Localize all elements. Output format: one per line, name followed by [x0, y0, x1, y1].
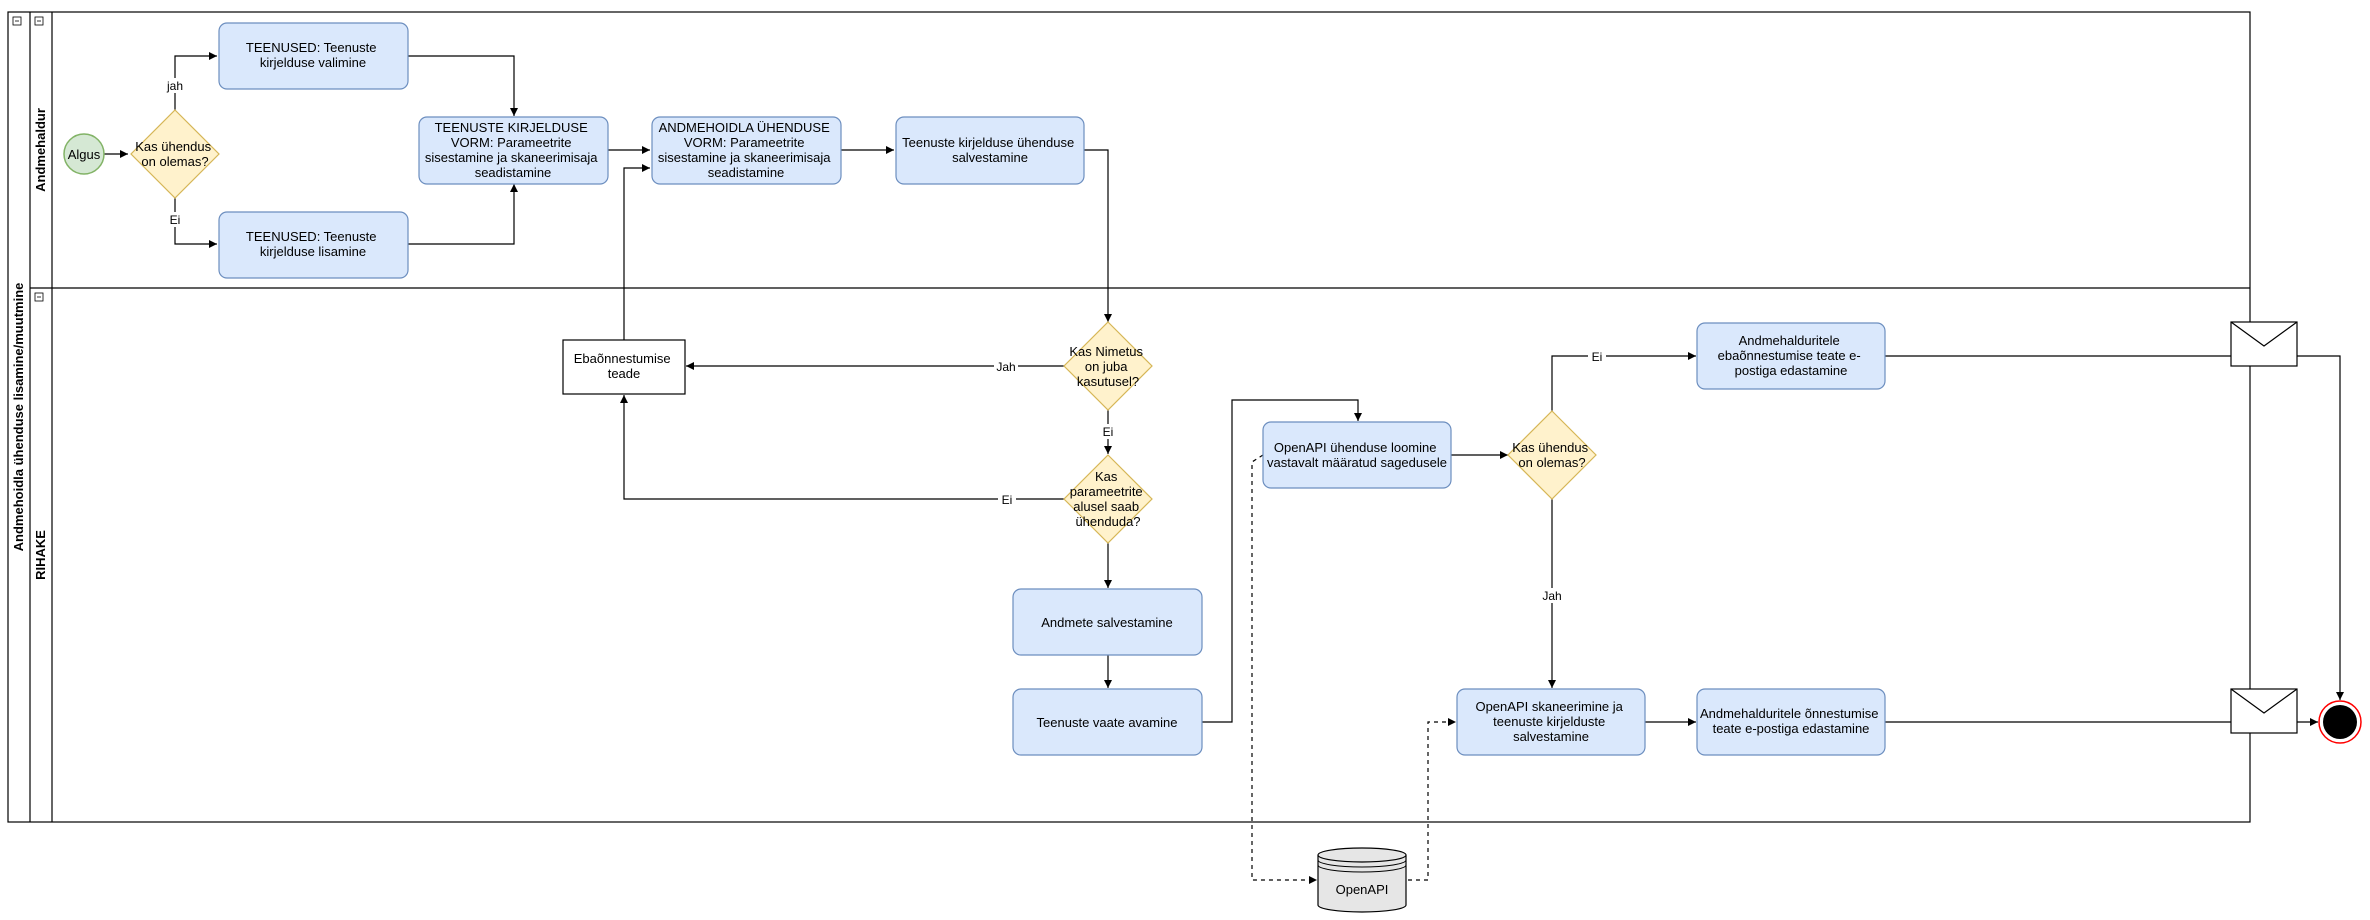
label-ei-name: Ei	[1103, 425, 1114, 439]
envelope-icon	[2230, 321, 2298, 367]
label-ei-params: Ei	[1002, 493, 1013, 507]
task-service-form[interactable]: TEENUSTE KIRJELDUSE VORM: Parameetrite s…	[418, 116, 609, 185]
gateway-connection-exists-2[interactable]: Kas ühendus on olemas?	[1507, 410, 1597, 500]
edge-gwparams-fail	[620, 395, 1064, 500]
task-failure-message[interactable]: Ebaõnnestumise teade	[562, 339, 686, 395]
edge-gwconn2-notifyfail	[1551, 352, 1696, 411]
gateway-connection-exists[interactable]: Kas ühendus on olemas?	[130, 109, 220, 199]
label-jah-conn2: Jah	[1542, 589, 1561, 603]
task-save-connection[interactable]: Teenuste kirjelduse ühenduse salvestamin…	[895, 116, 1085, 185]
task-open-services-view[interactable]: Teenuste vaate avamine	[1012, 688, 1203, 756]
task-openapi-scan[interactable]: OpenAPI skaneerimine ja teenuste kirjeld…	[1456, 688, 1646, 756]
svg-text:Andmehalduritele õnnestumise: Andmehalduritele õnnestumise teate e-pos…	[1700, 706, 1882, 736]
svg-text:Teenuste vaate avamine: Teenuste vaate avamine	[1037, 715, 1178, 730]
svg-text:Teenuste kirjelduse ühenduse: Teenuste kirjelduse ühenduse salvestamin…	[902, 135, 1078, 165]
start-event[interactable]: Algus	[63, 133, 105, 175]
collapse-lane-top-icon[interactable]	[34, 16, 44, 26]
openapi-datastore[interactable]: OpenAPI	[1317, 847, 1407, 913]
lane-title-andmehaldur: Andmehaldur	[33, 108, 48, 192]
task-repo-form[interactable]: ANDMEHOIDLA ÜHENDUSE VORM: Parameetrite …	[651, 116, 842, 185]
edge-select-form	[408, 55, 518, 116]
svg-text:Kas Nimetus on juba: Kas Nimetus on juba kasutusel?	[1069, 344, 1146, 389]
task-notify-success[interactable]: Andmehalduritele õnnestumise teate e-pos…	[1696, 688, 1886, 756]
svg-text:OpenAPI skaneerimine ja: OpenAPI skaneerimine ja teenuste kirjeld…	[1475, 699, 1626, 744]
svg-text:Ebaõnnestumise teade: Ebaõnnestumise teade	[574, 351, 674, 381]
collapse-pool-icon[interactable]	[12, 16, 22, 26]
pool: Andmehoidla ühenduse lisamine/muutmine A…	[7, 11, 2251, 823]
svg-text:OpenAPI: OpenAPI	[1336, 882, 1389, 897]
svg-text:OpenAPI ühenduse loomine: OpenAPI ühenduse loomine vastavalt määra…	[1267, 440, 1447, 470]
lane-title-rihake: RIHAKE	[33, 530, 48, 580]
label-jah-name: Jah	[996, 360, 1015, 374]
edge-fail-repoform	[623, 164, 650, 352]
edge-save-gwname	[1084, 149, 1112, 322]
gateway-name-in-use[interactable]: Kas Nimetus on juba kasutusel?	[1063, 321, 1153, 411]
task-add-service[interactable]: TEENUSED: Teenuste kirjelduse lisamine	[218, 211, 409, 279]
svg-text:TEENUSTE KIRJELDUSE VORM: TEENUSTE KIRJELDUSE VORM: Parameetrite s…	[425, 120, 601, 180]
gateway-params-connect[interactable]: Kas parameetrite alusel saab ühenduda?	[1063, 454, 1153, 544]
svg-text:Kas parameetrite a: Kas parameetrite alusel saab ühenduda?	[1070, 469, 1147, 529]
svg-text:Andmehalduritele ebaõnne: Andmehalduritele ebaõnnestumise teate e-…	[1718, 333, 1865, 378]
label-ei-top: Ei	[170, 213, 181, 227]
task-select-service[interactable]: TEENUSED: Teenuste kirjelduse valimine	[218, 22, 409, 90]
task-save-data[interactable]: Andmete salvestamine	[1012, 588, 1203, 656]
svg-text:Kas ühendus on olemas?: Kas ühendus on olemas?	[1512, 440, 1592, 470]
task-openapi-connection[interactable]: OpenAPI ühenduse loomine vastavalt määra…	[1262, 421, 1452, 489]
svg-text:ANDMEHOIDLA ÜHENDUSE VOR: ANDMEHOIDLA ÜHENDUSE VORM: Parameetrite …	[658, 120, 834, 180]
collapse-lane-bottom-icon[interactable]	[34, 292, 44, 302]
label-jah-top: jah	[166, 79, 183, 93]
task-notify-failure[interactable]: Andmehalduritele ebaõnnestumise teate e-…	[1696, 322, 1886, 390]
svg-text:Algus: Algus	[68, 147, 101, 162]
svg-text:TEENUSED: Teenuste kirje: TEENUSED: Teenuste kirjelduse valimine	[246, 40, 380, 70]
svg-text:Andmete salvestamine: Andmete salvestamine	[1041, 615, 1173, 630]
label-ei-conn2: Ei	[1592, 350, 1603, 364]
edge-db-scan	[1408, 718, 1456, 881]
svg-text:Kas ühendus on olemas?: Kas ühendus on olemas?	[135, 139, 215, 169]
edge-openview-openapiconn	[1202, 399, 1362, 723]
svg-text:TEENUSED: Teenuste kirje: TEENUSED: Teenuste kirjelduse lisamine	[246, 229, 380, 259]
edge-add-form	[408, 184, 518, 245]
pool-title: Andmehoidla ühenduse lisamine/muutmine	[11, 283, 26, 552]
envelope-icon	[2230, 688, 2298, 734]
edge-labels: jah Ei Jah Ei Ei Ei Jah	[164, 78, 1606, 603]
end-event[interactable]	[2318, 700, 2362, 744]
